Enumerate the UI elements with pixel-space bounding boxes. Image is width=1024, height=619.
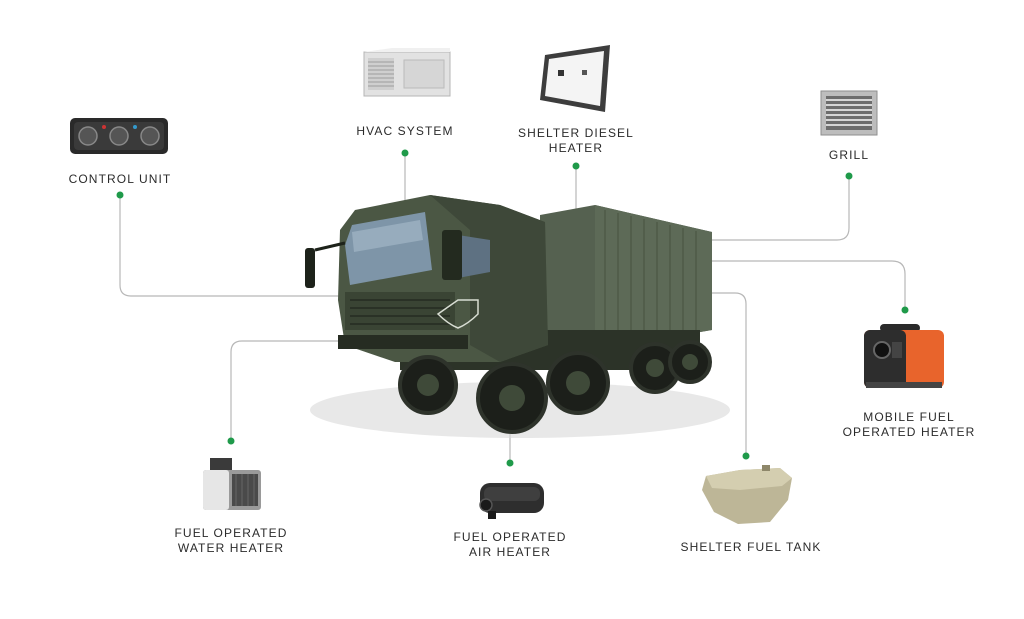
connector-dots <box>116 149 909 467</box>
dot-diesel-heater <box>572 162 580 170</box>
label-grill: GRILL <box>828 148 870 162</box>
mobile-fuel-heater-image <box>864 324 944 388</box>
connector-mobile-heater <box>700 260 906 310</box>
grill-image <box>820 90 878 136</box>
connector-fuel-tank <box>705 292 747 456</box>
dot-control-unit <box>116 191 124 199</box>
label-shelter-fuel-tank: SHELTER FUEL TANK <box>680 540 822 554</box>
dot-mobile-heater <box>901 306 909 314</box>
dot-air-heater <box>506 459 514 467</box>
dot-water-heater <box>227 437 235 445</box>
water-heater-image <box>203 458 261 510</box>
shelter-diesel-heater-image <box>540 45 610 112</box>
connector-water-heater <box>230 340 350 441</box>
air-heater-image <box>479 483 544 519</box>
dot-hvac <box>401 149 409 157</box>
shelter-fuel-tank-image <box>702 465 792 524</box>
label-shelter-diesel-heater: SHELTER DIESEL HEATER <box>518 126 634 155</box>
hvac-system-image <box>363 48 451 97</box>
label-air-heater: FUEL OPERATED AIR HEATER <box>453 530 567 559</box>
military-truck-image <box>305 195 730 438</box>
dot-fuel-tank <box>742 452 750 460</box>
label-mobile-fuel-heater: MOBILE FUEL OPERATED HEATER <box>842 410 976 439</box>
label-control-unit: CONTROL UNIT <box>68 172 172 186</box>
dot-grill <box>845 172 853 180</box>
label-water-heater: FUEL OPERATED WATER HEATER <box>174 526 288 555</box>
connector-grill <box>645 176 850 241</box>
control-unit-image <box>70 118 168 154</box>
label-hvac-system: HVAC SYSTEM <box>356 124 454 138</box>
connector-lines <box>119 153 906 463</box>
connector-control-unit <box>119 195 342 297</box>
